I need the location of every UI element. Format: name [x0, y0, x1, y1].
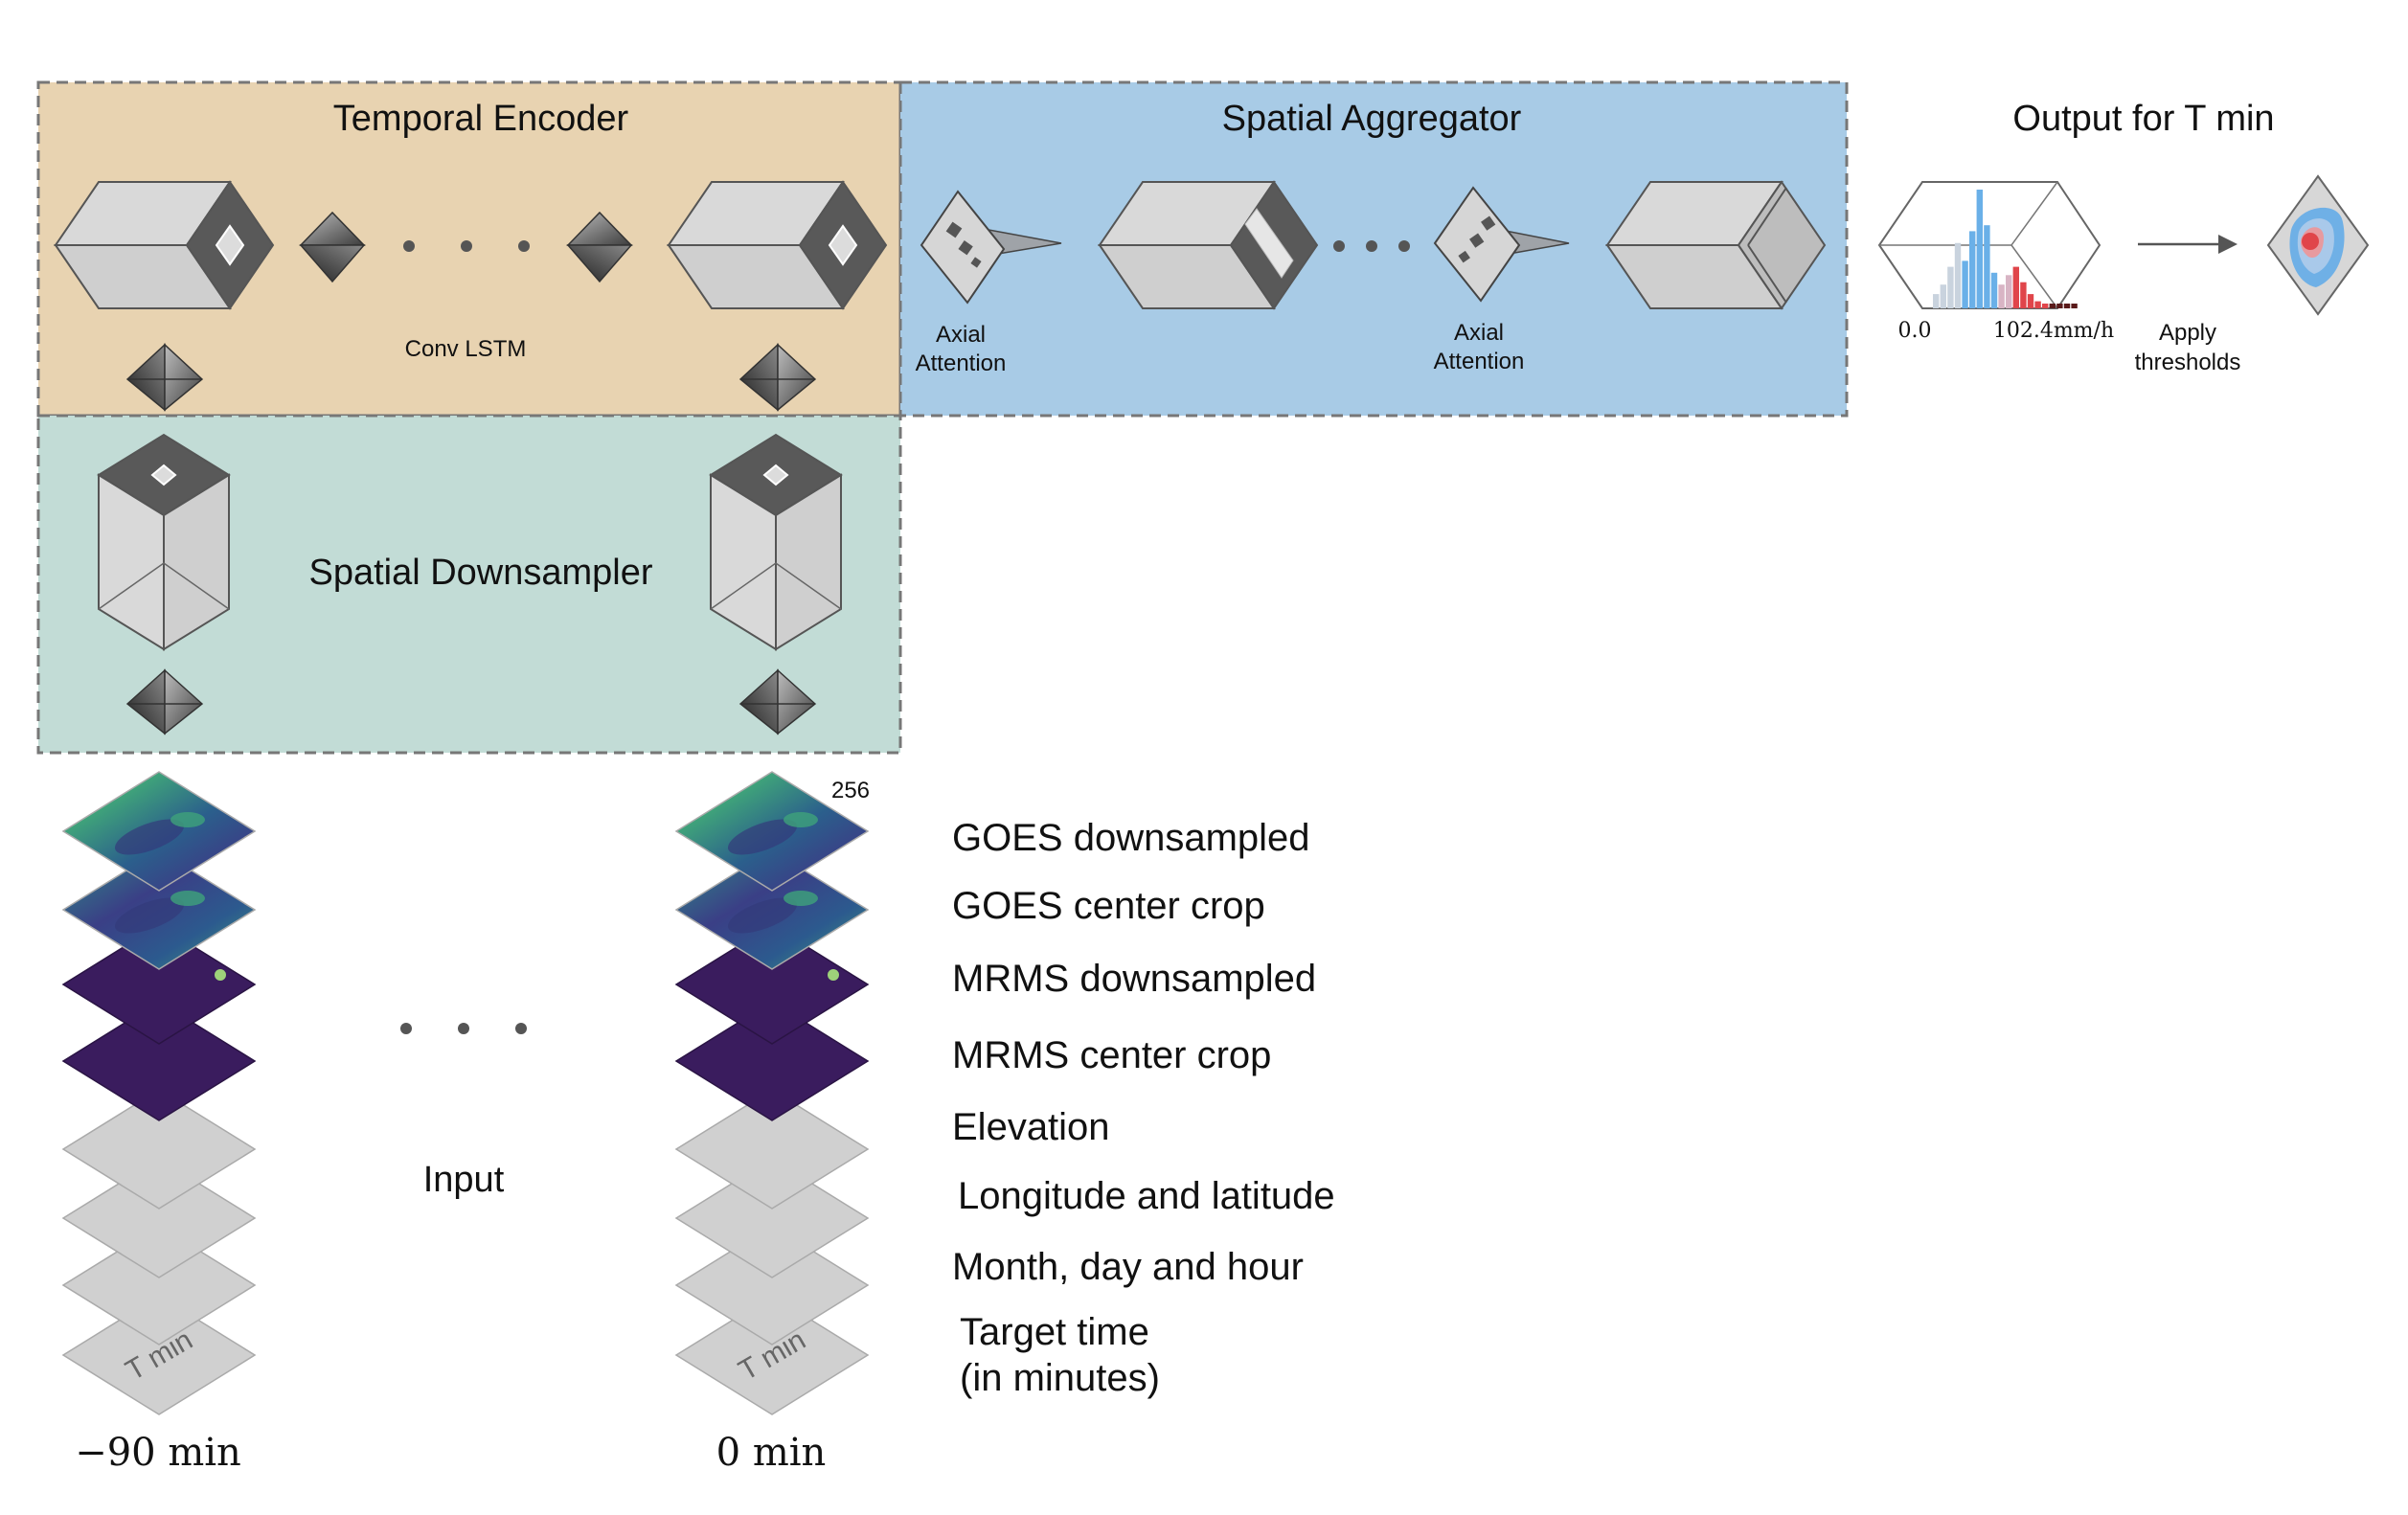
histogram-bar	[1933, 294, 1940, 308]
mrms-tile	[61, 924, 257, 1045]
spatial-downsampler-title: Spatial Downsampler	[308, 553, 652, 593]
conv-lstm-cube-right	[667, 180, 888, 310]
encoder-input-pyramid-left	[125, 343, 204, 412]
output-histogram-cube	[1877, 181, 2101, 309]
histogram-bar	[2049, 304, 2056, 308]
time-start-label: −90 min	[75, 1431, 241, 1475]
downsampler-input-pyramid-right	[738, 668, 817, 735]
axial-attention-label-2a: Axial	[1454, 320, 1504, 346]
constant-feature-tile	[61, 1158, 257, 1278]
legend-target-time-2: (in minutes)	[960, 1357, 1160, 1399]
apply-thresholds-label-1: Apply	[2159, 320, 2216, 346]
legend-month-day-hour: Month, day and hour	[952, 1246, 1304, 1288]
encoder-input-pyramid-right	[738, 343, 817, 412]
downsampler-cube-left	[97, 433, 231, 651]
aggregator-ellipsis	[1333, 240, 1410, 252]
temporal-ellipsis	[403, 240, 530, 252]
goes-downsampled-tile	[674, 771, 870, 892]
histogram-max-label: 102.4mm/h	[1993, 319, 2114, 343]
histogram-bar	[2020, 282, 2027, 308]
input-size-label: 256	[831, 778, 870, 803]
output-histogram	[1933, 190, 2078, 308]
legend-target-time-1: Target time	[960, 1311, 1149, 1353]
input-label: Input	[423, 1160, 505, 1200]
legend-mrms-center-crop: MRMS center crop	[952, 1034, 1271, 1076]
spatial-aggregator-title: Spatial Aggregator	[1222, 99, 1522, 139]
output-title: Output for T min	[2012, 99, 2274, 139]
histogram-bar	[1984, 225, 1990, 308]
input-ellipsis	[400, 1023, 527, 1034]
histogram-bar	[1940, 284, 1946, 308]
temporal-encoder-title: Temporal Encoder	[333, 99, 629, 139]
constant-feature-tile	[674, 1158, 870, 1278]
legend-mrms-downsampled: MRMS downsampled	[952, 958, 1316, 1000]
target-time-tile: T min	[61, 1295, 257, 1415]
histogram-bar	[1998, 284, 2005, 308]
histogram-bar	[1962, 260, 1968, 308]
histogram-bar	[2034, 301, 2041, 308]
goes-downsampled-tile	[61, 771, 257, 892]
histogram-bar	[1969, 231, 1976, 308]
time-end-label: 0 min	[716, 1431, 827, 1475]
histogram-bar	[1947, 266, 1954, 308]
histogram-bar	[2056, 304, 2063, 308]
constant-feature-tile	[674, 1089, 870, 1210]
histogram-bar	[2012, 266, 2019, 308]
constant-feature-tile	[61, 1225, 257, 1345]
axial-attention-block-1	[920, 190, 1062, 305]
input-stack-left: T min	[61, 771, 257, 1415]
output-probability-map	[2266, 174, 2370, 316]
downsampler-input-pyramid-left	[125, 668, 204, 735]
input-stack-right: T min	[674, 771, 870, 1415]
histogram-bar	[2063, 304, 2071, 308]
conv-lstm-label: Conv LSTM	[405, 336, 527, 362]
legend-goes-downsampled: GOES downsampled	[952, 817, 1310, 859]
mrms-tile	[674, 924, 870, 1045]
histogram-bar	[2006, 275, 2012, 308]
histogram-bar	[1954, 242, 1962, 308]
downsampler-cube-right	[709, 433, 843, 651]
legend-elevation: Elevation	[952, 1106, 1110, 1148]
apply-thresholds-arrow	[2138, 235, 2238, 254]
mrms-tile	[674, 1001, 870, 1121]
legend-goes-center-crop: GOES center crop	[952, 885, 1265, 927]
legend-longitude-latitude: Longitude and latitude	[958, 1175, 1335, 1217]
aggregator-cube-2	[1605, 180, 1827, 310]
constant-feature-tile	[674, 1225, 870, 1345]
apply-thresholds-label-2: thresholds	[2135, 350, 2241, 375]
goes-center-crop-tile	[674, 849, 870, 970]
constant-feature-tile	[61, 1089, 257, 1210]
temporal-state-pyramid-2	[566, 211, 633, 283]
mrms-tile	[61, 1001, 257, 1121]
histogram-bar	[2042, 304, 2049, 308]
axial-attention-label-1a: Axial	[936, 322, 986, 348]
histogram-bar	[2027, 294, 2034, 308]
conv-lstm-cube-left	[54, 180, 275, 310]
axial-attention-label-2b: Attention	[1434, 349, 1525, 374]
axial-attention-label-1b: Attention	[916, 350, 1007, 376]
aggregator-cube-1	[1098, 180, 1319, 310]
goes-center-crop-tile	[61, 849, 257, 970]
histogram-bar	[1990, 272, 1998, 308]
temporal-state-pyramid-1	[299, 211, 366, 283]
histogram-min-label: 0.0	[1898, 319, 1932, 343]
histogram-bar	[2071, 304, 2078, 308]
histogram-bar	[1976, 190, 1983, 308]
axial-attention-block-2	[1433, 186, 1570, 303]
